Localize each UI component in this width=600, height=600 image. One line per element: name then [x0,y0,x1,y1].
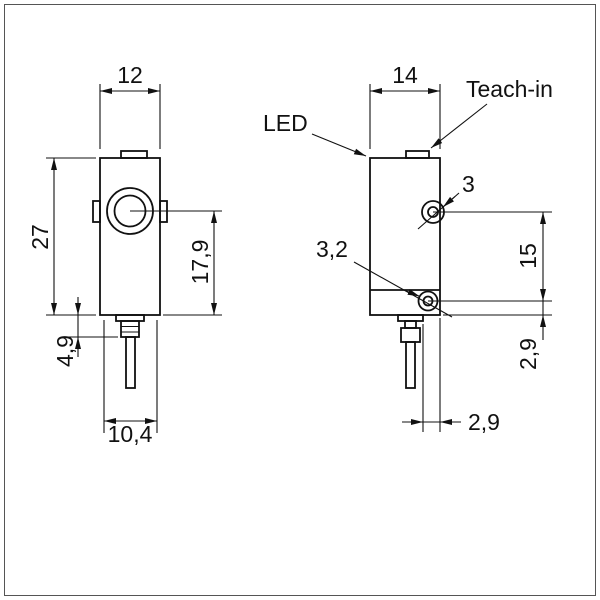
dim-front-height: 27 [27,224,53,250]
dim-side-hole-spacing: 15 [515,243,541,269]
dim-front-width: 12 [117,62,143,88]
dim-side-connector-offset: 2,9 [468,409,500,435]
dim-hole-small-diameter: 3 [462,171,475,197]
teach-in-leader-line [430,103,488,149]
teach-in-label: Teach-in [466,76,553,102]
front-connector-pin [125,336,136,389]
hole32-leader-arrow [404,289,420,297]
dim-front-connector-length: 4,9 [52,335,78,367]
hole32-slash-line [353,261,453,318]
teach-in-button [405,150,430,159]
front-top-button [120,150,148,159]
front-left-tab [92,200,101,223]
front-view: 12 27 4,9 10,4 17,9 [27,62,222,447]
dim-front-center-to-bottom: 17,9 [187,240,213,285]
hole3-leader-arrow [442,196,456,208]
side-connector-square [400,327,421,343]
side-connector-pin [405,341,416,389]
front-connector-barrel [120,320,140,338]
dim-side-hole-to-bottom: 2,9 [515,338,541,370]
dim-side-depth: 14 [392,62,418,88]
dim-front-bottom-width: 10,4 [108,421,153,447]
dim-hole-large-diameter: 3,2 [316,236,348,262]
front-body [99,157,161,316]
side-connector-neck [404,320,417,329]
side-view: 14 LED Teach-in 3 3,2 15 2,9 2,9 [263,62,553,435]
page-border [4,4,596,596]
led-label: LED [263,110,308,136]
led-leader-line [311,133,367,157]
